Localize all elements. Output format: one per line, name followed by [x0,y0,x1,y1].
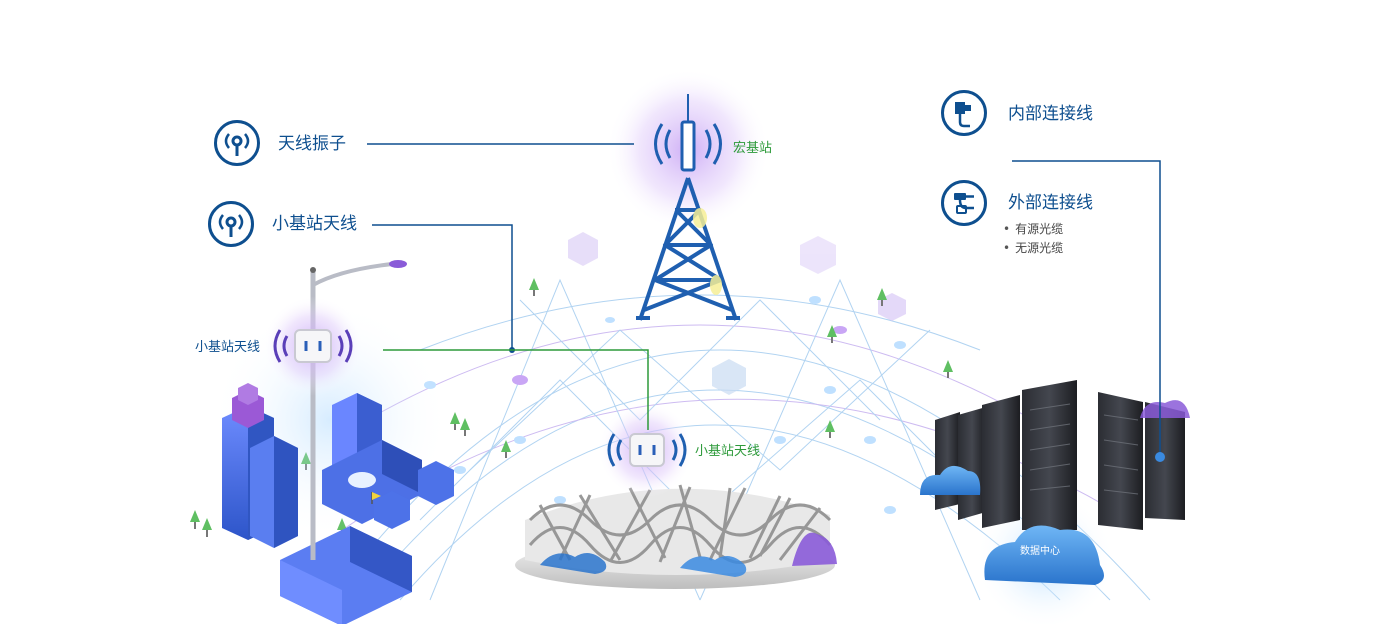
floating-cubes [568,232,906,395]
macro-station-label: 宏基站 [733,141,773,156]
data-center [920,380,1190,624]
external-cable-icon [941,180,987,226]
data-center-label: 数据中心 [1020,546,1060,557]
stadium [515,402,837,589]
connector-lines [367,143,1165,462]
legend-antenna-element: 天线振子 [278,134,346,154]
small-cell-stadium-label: 小基站天线 [695,444,761,459]
small-cell-antenna-icon [208,201,254,247]
small-cell-left-label: 小基站天线 [195,340,261,355]
city-buildings [210,260,454,624]
legend-internal-cable: 内部连接线 [1008,104,1093,124]
legend-external-cable-item: 有源光缆 [1003,223,1063,235]
internal-cable-icon [941,90,987,136]
legend-external-cable-item: 无源光缆 [1003,242,1063,254]
legend-external-cable: 外部连接线 [1008,193,1093,213]
macro-tower [606,68,770,321]
antenna-element-icon [214,120,260,166]
legend-small-cell-antenna: 小基站天线 [272,214,357,234]
